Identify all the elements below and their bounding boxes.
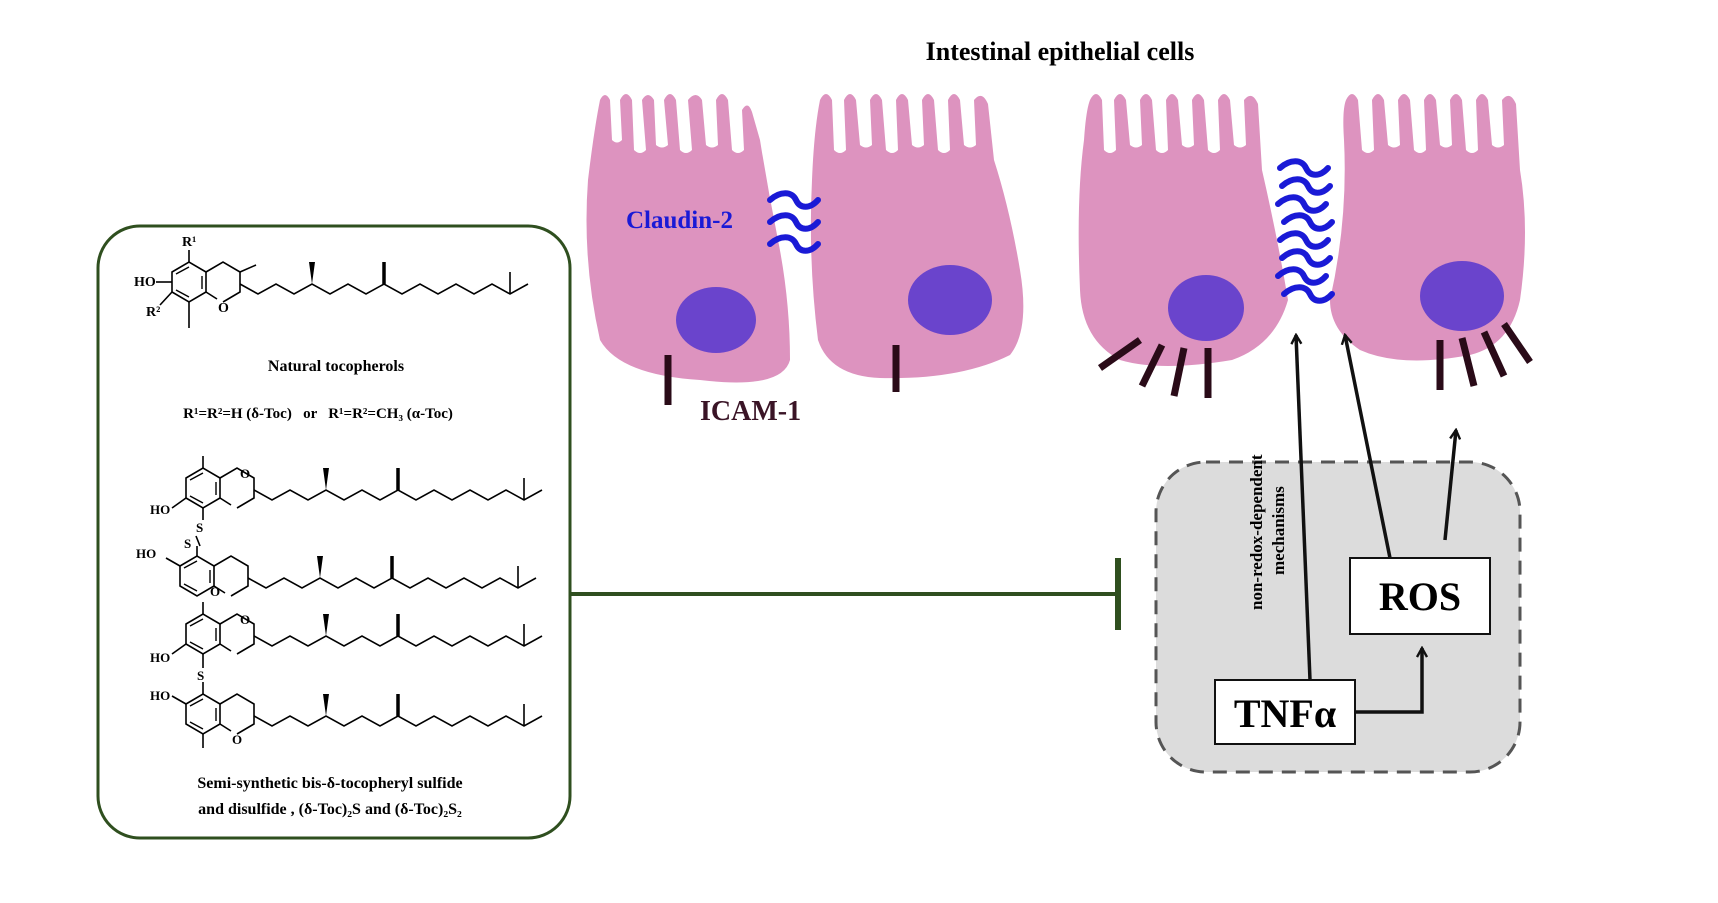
atom-s-1: S [196,520,203,535]
semi-synthetic-caption-line2: and disulfide , (δ-Toc)₂S and (δ-Toc)₂S₂ [198,801,462,818]
atom-o-3: O [210,584,220,599]
epithelial-cell-2 [810,94,1024,379]
atom-r2: R² [146,305,160,320]
icam-1-low [664,345,900,405]
atom-o-5: O [232,732,242,747]
atom-o-2: O [240,466,250,481]
semi-synthetic-caption-line1: Semi-synthetic bis-δ-tocopheryl sulfide [197,775,462,792]
atom-ho-5: HO [150,688,170,703]
natural-tocopherol-structure [156,250,530,328]
nucleus-cell-1 [676,287,756,353]
signal-arrows [1296,335,1456,714]
claudin-2-low [770,193,818,251]
icam-1-high-left [1097,337,1212,398]
ros-box [1349,557,1491,635]
atom-ho-4: HO [150,650,170,665]
epithelial-cell-4 [1330,94,1525,361]
atom-ho-1: HO [134,275,156,290]
atom-r1: R¹ [182,235,196,250]
atom-s-3: S [197,668,204,683]
atom-ho-3: HO [136,546,156,561]
icam-1-high-right [1436,322,1533,390]
sulfide-structure [171,602,544,748]
nucleus-cell-4 [1420,261,1504,331]
diagram-title: Intestinal epithelial cells [926,37,1195,66]
atom-ho-2: HO [150,502,170,517]
claudin-2-high [1278,161,1332,301]
icam-1-label: ICAM-1 [700,396,801,427]
atom-o-4: O [240,612,250,627]
nucleus-cell-2 [908,265,992,335]
claudin-2-label: Claudin-2 [626,207,733,234]
disulfide-structure [165,456,544,597]
mechanism-label-line1: non-redox-dependent [1247,454,1266,610]
atom-s-2: S [184,536,191,551]
mechanism-label-line2: mechanisms [1269,486,1288,575]
inhibition-line [570,558,1121,630]
ros-label: ROS [1379,574,1461,619]
nucleus-cell-3 [1168,275,1244,341]
tnf-box [1214,679,1356,745]
atom-o-1: O [218,301,229,316]
natural-tocopherols-formula: R¹=R²=H (δ-Toc) or R¹=R²=CH₃ (α-Toc) [183,406,453,422]
compound-box [96,224,572,840]
natural-tocopherols-title: Natural tocopherols [268,358,404,375]
tnf-label: TNFα [1234,691,1336,736]
